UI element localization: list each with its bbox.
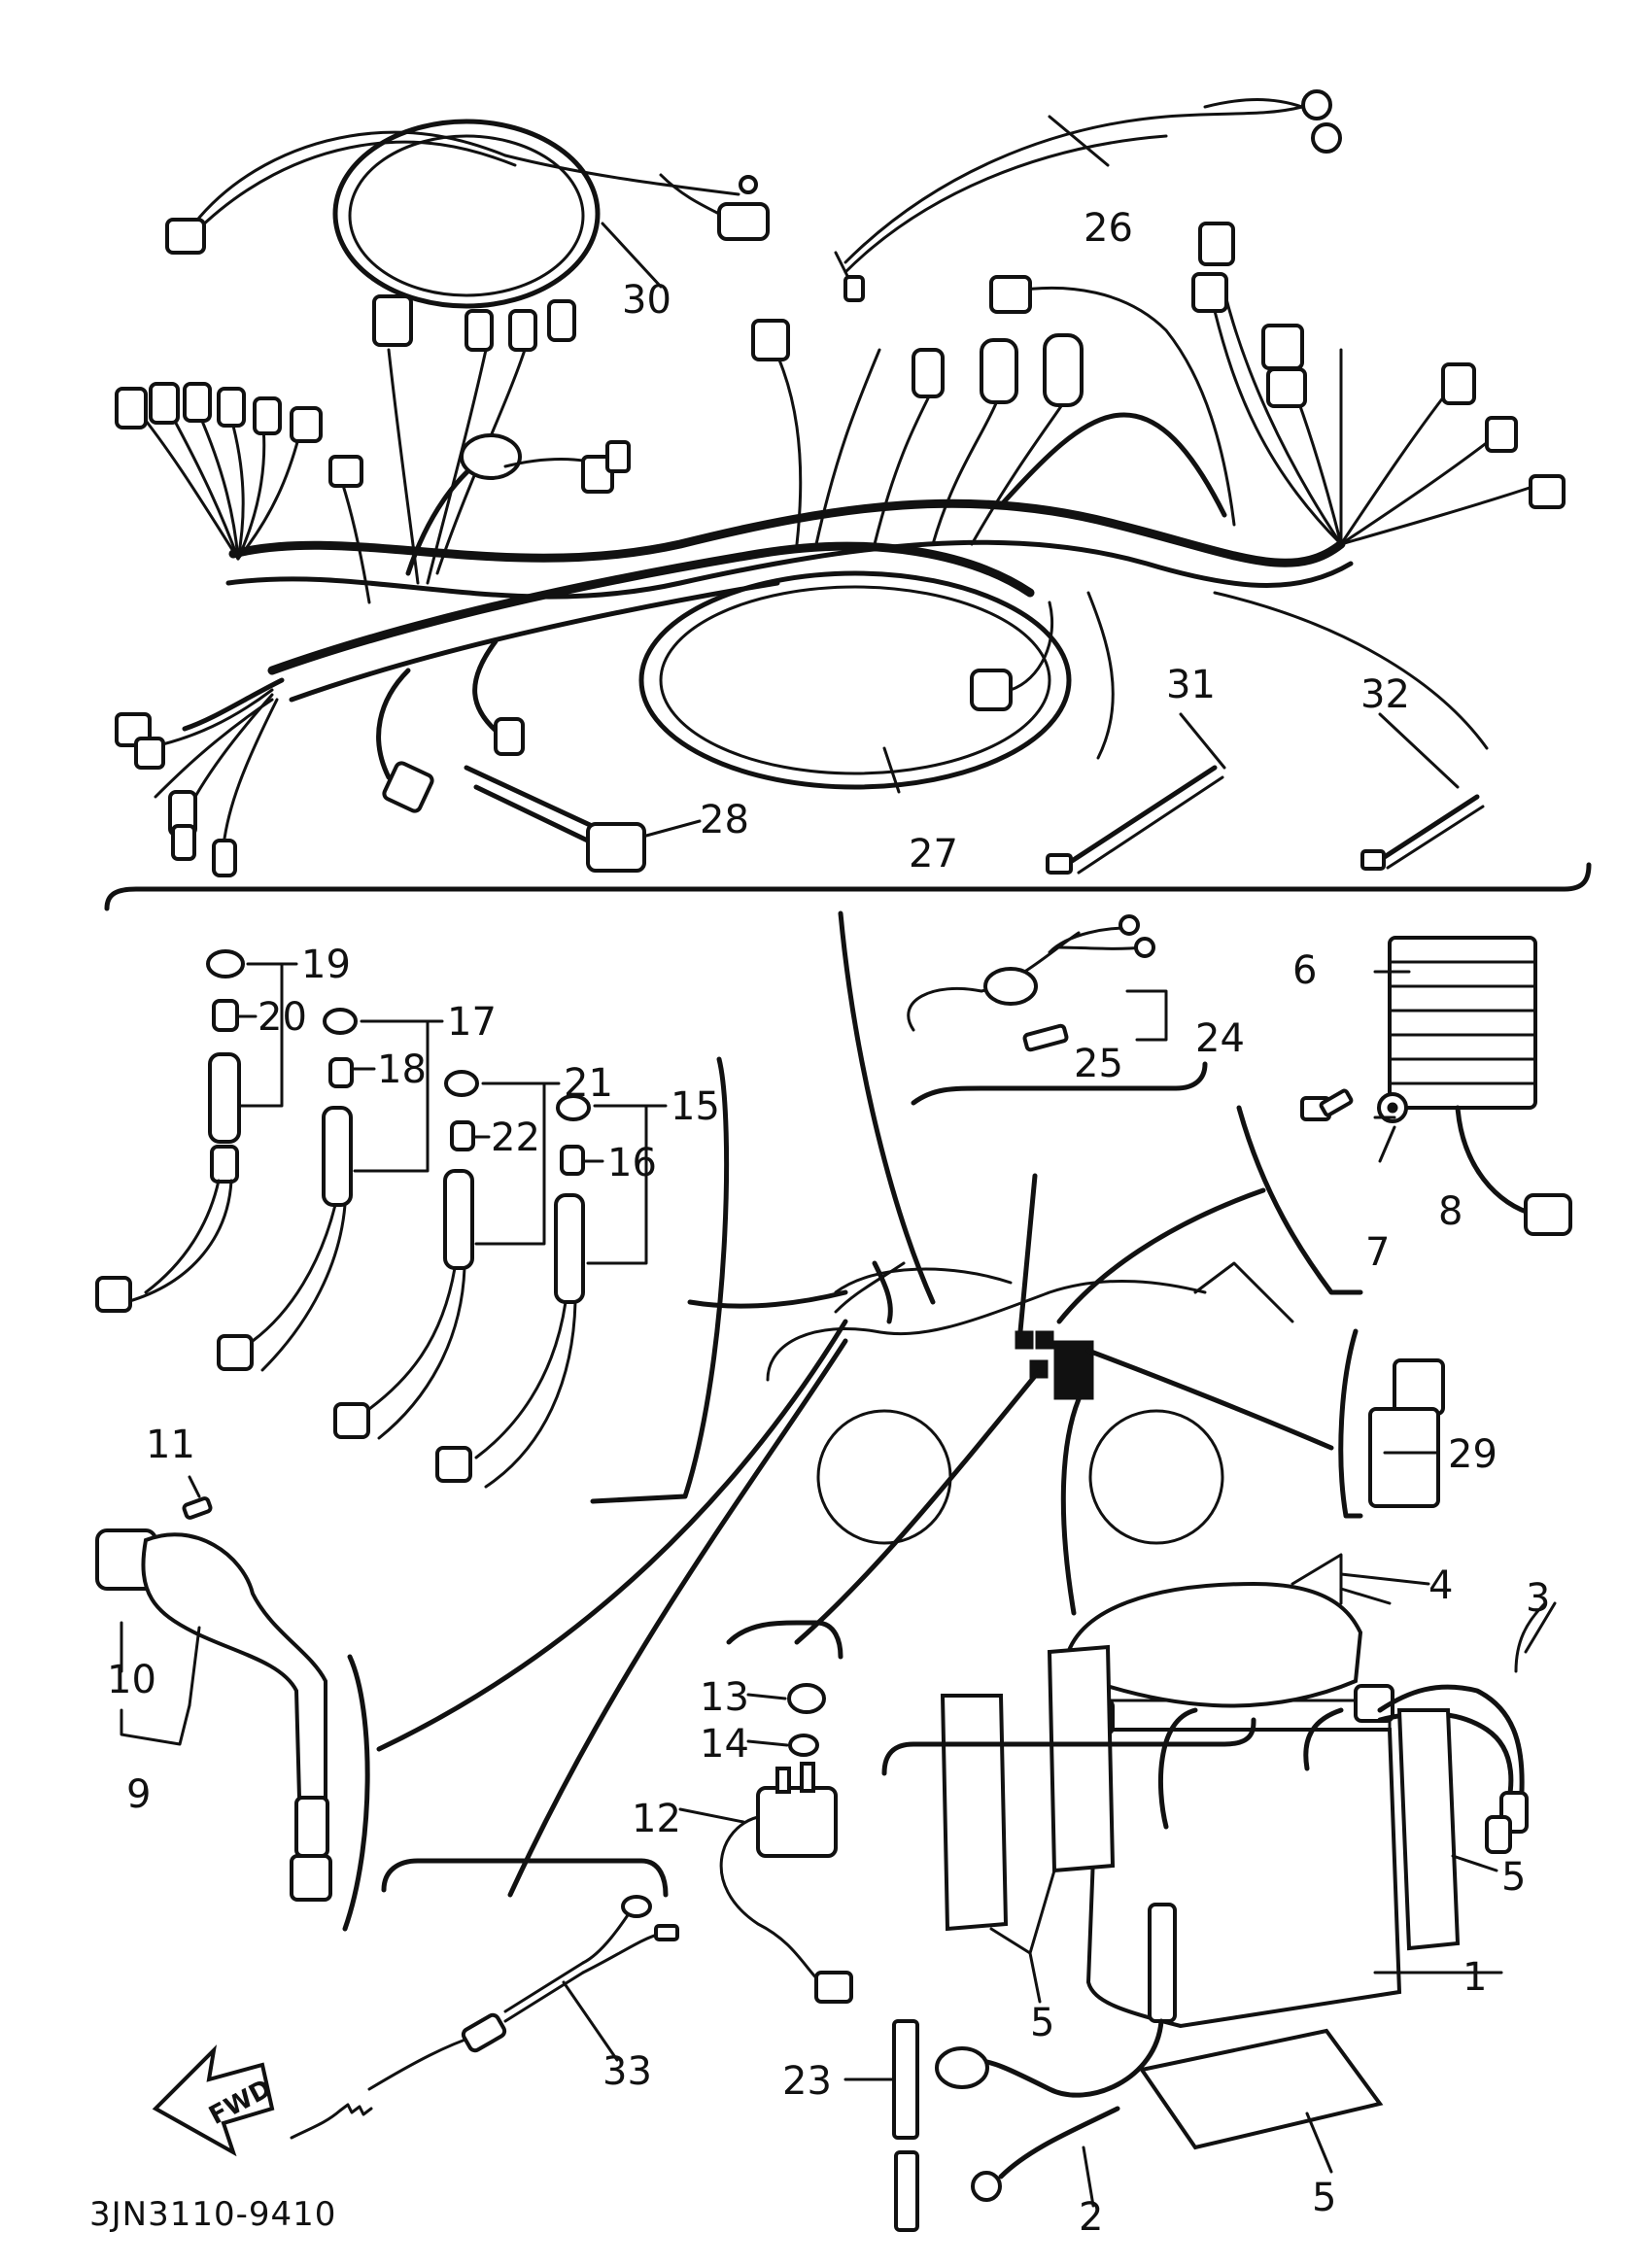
bracket-6-7-8 [1236,1105,1363,1295]
pad-5-bottom [1138,2028,1384,2150]
pad-5-left [940,1644,1116,1932]
vehicle-outline [766,1260,1294,1545]
leader-lines [376,910,1334,1898]
callout-7: 7 [1365,1230,1390,1275]
callout-24: 24 [1195,1016,1245,1061]
callout-15: 15 [671,1084,720,1129]
pad-5-right [1396,1708,1461,1951]
battery-breather-23 [843,2019,919,2232]
callout-30: 30 [622,278,671,323]
wire-harness-26 [834,89,1342,302]
battery-lead-2 [935,1903,1177,2208]
callout-9: 9 [126,1772,151,1817]
callout-8: 8 [1438,1189,1463,1234]
callout-4: 4 [1428,1563,1453,1608]
callout-18: 18 [377,1047,427,1092]
part-9-10-boot [95,1475,370,1932]
callout-28: 28 [700,798,749,842]
callout-26: 26 [1084,206,1133,251]
callout-numbers: 1 2 3 4 5 5 5 6 7 8 9 10 11 12 13 14 15 … [107,206,1550,2240]
diagram-code: 3JN3110-9410 [89,2195,336,2234]
leader-14 [746,1739,789,1747]
callout-12: 12 [632,1797,681,1841]
callout-6: 6 [1292,948,1317,993]
callout-2: 2 [1079,2195,1103,2240]
callout-13: 13 [700,1675,749,1720]
bracket-battery [881,1717,1256,1776]
rectifier-regulator-6 [1388,936,1572,1236]
callout-20: 20 [258,995,307,1040]
callout-32: 32 [1360,672,1410,717]
callout-3: 3 [1526,1576,1550,1621]
callout-25: 25 [1074,1042,1123,1086]
starter-relay-12 [678,1762,853,2004]
cable-tie-31 [1046,765,1224,875]
battery-cover-4 [1061,1553,1392,1708]
callout-leaders [601,115,1557,1654]
callout-16: 16 [607,1141,657,1185]
leader-5-right [1451,1854,1498,1872]
callout-11: 11 [146,1423,195,1467]
lead-assemblies [95,949,730,1504]
callout-10: 10 [107,1658,156,1702]
callout-21: 21 [564,1061,613,1106]
connector-cluster-left [115,382,323,443]
callout-27: 27 [909,832,958,876]
cable-tie-32 [1360,794,1485,871]
washer-8 [1377,1092,1408,1123]
leader-5-bottom [1305,2112,1333,2174]
main-wire-harness [115,222,1566,877]
part-33-lead [290,1858,679,2140]
bolt-7 [1300,1088,1354,1121]
callout-17: 17 [447,1000,497,1045]
nut-14 [788,1734,819,1757]
callout-33: 33 [602,2049,652,2094]
callout-14: 14 [700,1722,749,1767]
leader-5-drop [1028,1951,1042,2004]
callout-5-bottom: 5 [1312,2176,1336,2220]
part-24-lead [907,914,1208,1106]
fwd-arrow-icon: FWD [152,2044,277,2157]
part-28-lead [464,765,646,873]
callout-5-left: 5 [1030,2001,1054,2045]
wire-harness-30 [165,119,770,309]
callout-5-right: 5 [1501,1855,1526,1900]
bracket-12-14 [726,1620,843,1660]
group-bracket-top [104,862,1592,911]
callout-23: 23 [782,2059,832,2104]
callout-19: 19 [301,943,351,987]
callout-31: 31 [1166,663,1216,707]
callout-1: 1 [1463,1955,1487,2000]
battery-lead-3 [1377,1601,1547,1854]
callout-22: 22 [491,1116,540,1160]
rubber-cap-13 [787,1683,826,1714]
relay-29 [1338,1328,1445,1519]
leader-13 [746,1693,787,1700]
callout-29: 29 [1448,1432,1497,1477]
